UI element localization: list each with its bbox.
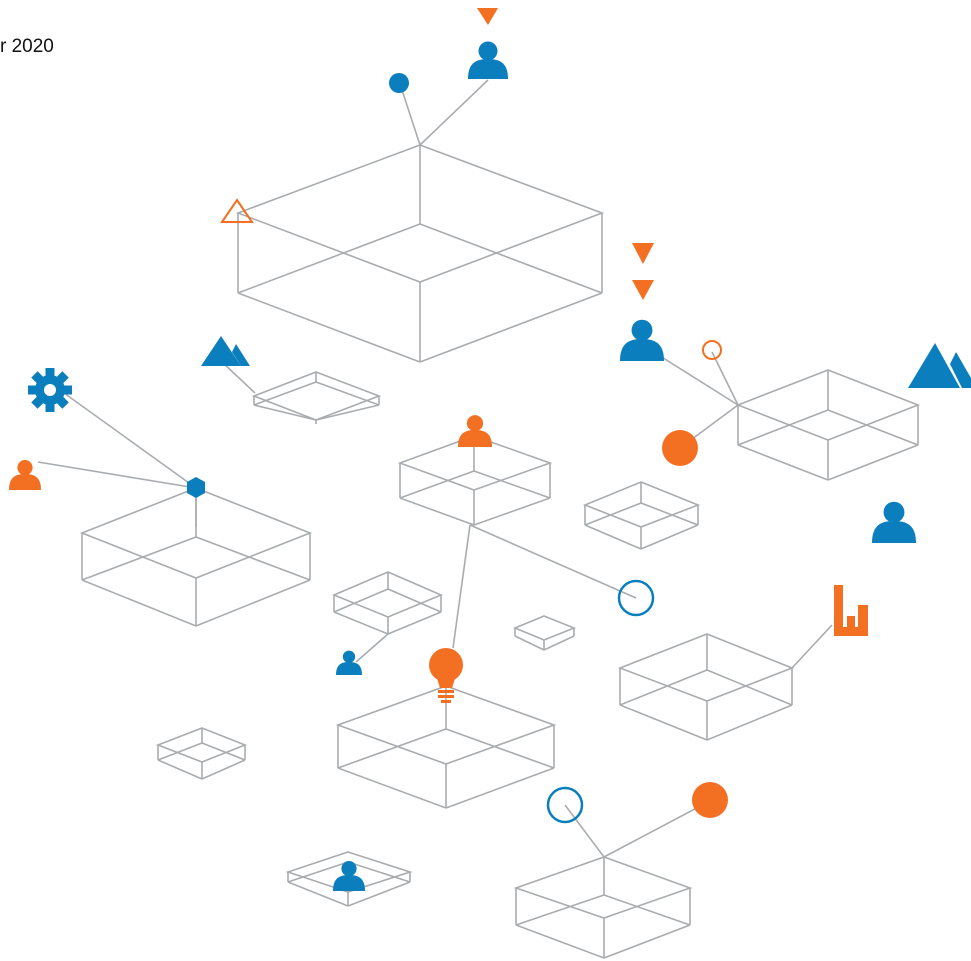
lightbulb-icon xyxy=(429,648,463,703)
triangle-outline-icon xyxy=(220,198,254,223)
wireframe-box-bottom-right xyxy=(513,856,693,959)
circle-outline-icon xyxy=(546,786,584,824)
circle-filled-icon xyxy=(389,73,409,93)
wireframe-box-tiny xyxy=(512,615,577,651)
circle-outline-icon xyxy=(702,340,722,360)
wireframe-box-gear xyxy=(79,487,313,627)
user-icon xyxy=(872,501,916,543)
wireframe-box-bottom-user xyxy=(285,851,413,907)
wireframe-box-large-top xyxy=(235,144,605,363)
wireframe-box-lightbulb xyxy=(335,685,557,809)
user-icon xyxy=(9,460,41,490)
user-icon xyxy=(336,650,362,675)
wireframe-box-small-left xyxy=(251,371,382,424)
triangle-down-icon xyxy=(632,280,654,300)
gear-icon xyxy=(28,368,72,412)
circle-outline-icon xyxy=(617,579,655,617)
wireframe-box-small-center-left xyxy=(331,571,444,635)
circle-filled-icon xyxy=(692,782,728,818)
triangle-down-icon xyxy=(477,8,498,25)
connectors xyxy=(37,79,833,858)
wireframe-box-right-upper xyxy=(735,369,921,481)
mountain-icon xyxy=(908,343,971,388)
user-icon xyxy=(458,415,492,447)
circle-filled-icon xyxy=(662,430,698,466)
wireframe-box-lower-left xyxy=(155,727,248,780)
user-icon xyxy=(620,319,664,361)
mountain-icon xyxy=(201,336,250,366)
wireframe-box-small-right xyxy=(582,481,701,550)
user-icon xyxy=(468,41,508,79)
triangle-down-icon xyxy=(632,243,654,264)
hexagon-node-icon xyxy=(187,477,205,498)
caption-text: r 2020 xyxy=(0,36,54,57)
bar-chart-icon xyxy=(834,585,868,636)
wireframe-box-center xyxy=(397,435,553,526)
wireframe-box-chart xyxy=(617,633,795,741)
